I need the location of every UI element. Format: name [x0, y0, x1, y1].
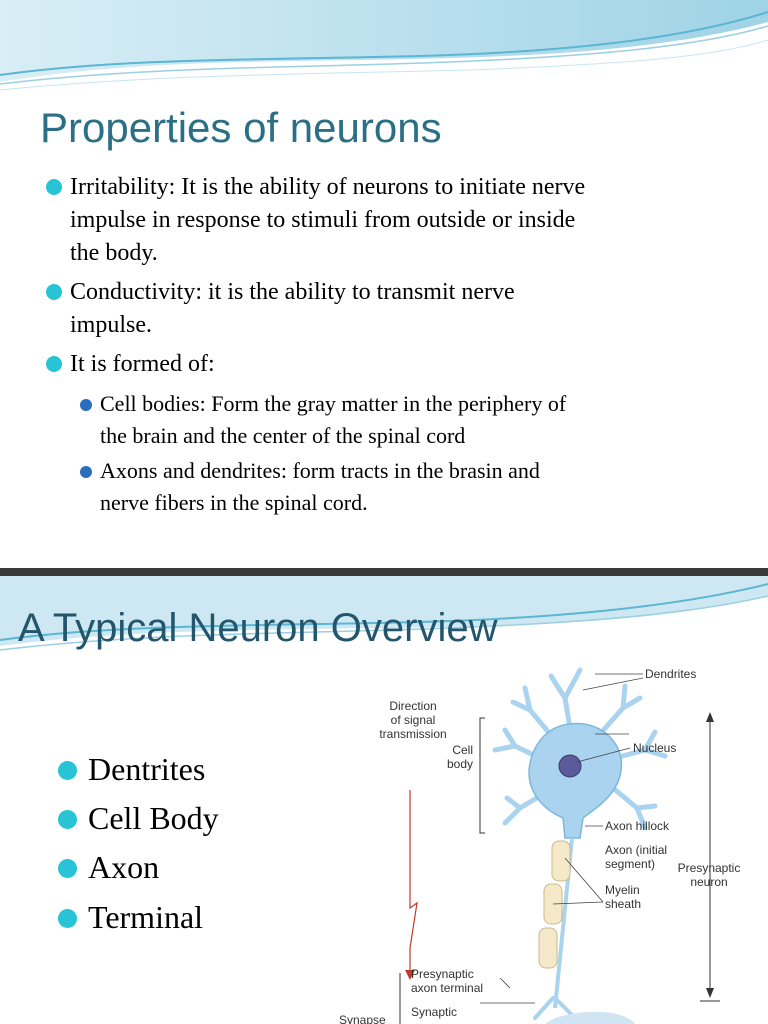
axon-initial-label-1: Axon (initial — [605, 843, 667, 857]
direction-label-1: Direction — [389, 699, 436, 713]
cell-body-shape — [528, 722, 623, 839]
slide-1: Properties of neurons Irritability: It i… — [0, 0, 768, 568]
bullet-dot-icon — [58, 761, 77, 780]
synaptic-label: Synaptic — [411, 1005, 457, 1019]
bullet-text: Terminal — [88, 899, 204, 935]
bullet-formed-of: It is formed of: — [46, 348, 746, 381]
presynaptic-neuron-label-2: neuron — [690, 875, 727, 889]
subbullet-axons-dendrites: Axons and dendrites: form tracts in the … — [80, 455, 740, 519]
nucleus-shape — [558, 754, 582, 778]
neuron-diagram: Direction of signal transmission Cell bo… — [325, 658, 768, 1024]
axon-hillock-label: Axon hillock — [605, 819, 670, 833]
direction-label-2: of signal — [391, 713, 436, 727]
myelin-label-1: Myelin — [605, 883, 640, 897]
bullet-text: Irritability: It is the ability of neuro… — [70, 174, 586, 200]
wave-header-decoration — [0, 0, 768, 91]
bullet-text: impulse in response to stimuli from outs… — [70, 207, 576, 233]
bullet-conductivity: Conductivity: it is the ability to trans… — [46, 276, 746, 342]
bullet-text: Cell Body — [88, 800, 219, 836]
myelin-label-2: sheath — [605, 897, 641, 911]
bullet-text: Dentrites — [88, 751, 206, 787]
subbullet-cell-bodies: Cell bodies: Form the gray matter in the… — [80, 388, 740, 452]
axon-terminal-label-2: axon terminal — [411, 981, 483, 995]
bullet-dot-icon — [58, 859, 77, 878]
slide-2: A Typical Neuron Overview Dentrites Cell… — [0, 576, 768, 1024]
cell-body-label-1: Cell — [452, 743, 473, 757]
slide-title: A Typical Neuron Overview — [18, 606, 498, 650]
presynaptic-neuron-label-1: Presynaptic — [678, 861, 741, 875]
bullet-text: impulse. — [70, 312, 152, 338]
bullet-cell-body: Cell Body — [58, 800, 219, 837]
bullet-terminal: Terminal — [58, 899, 204, 936]
bullet-text: Axon — [88, 849, 160, 885]
subbullet-text: nerve fibers in the spinal cord. — [100, 490, 368, 515]
subbullet-text: the brain and the center of the spinal c… — [100, 423, 466, 448]
axon-initial-label-2: segment) — [605, 857, 655, 871]
bullet-dot-icon — [58, 810, 77, 829]
bullet-dentrites: Dentrites — [58, 751, 206, 788]
bullet-text: It is formed of: — [70, 351, 215, 377]
subbullet-dot-icon — [80, 466, 92, 478]
wave-header-decoration — [0, 576, 768, 651]
bullet-axon: Axon — [58, 849, 160, 886]
bullet-text: Conductivity: it is the ability to trans… — [70, 279, 515, 305]
slide-title: Properties of neurons — [40, 104, 442, 151]
cell-body-label-2: body — [447, 757, 473, 771]
subbullet-text: Cell bodies: Form the gray matter in the… — [100, 391, 567, 416]
bullet-irritability: Irritability: It is the ability of neuro… — [46, 171, 746, 270]
bullet-dot-icon — [46, 356, 62, 372]
bullet-dot-icon — [46, 284, 62, 300]
bullet-dot-icon — [58, 909, 77, 928]
bullet-text: the body. — [70, 240, 158, 266]
direction-label-3: transmission — [379, 727, 446, 741]
nucleus-label: Nucleus — [633, 741, 676, 755]
synapse-label: Synapse — [339, 1013, 386, 1024]
bullet-dot-icon — [46, 179, 62, 195]
subbullet-text: Axons and dendrites: form tracts in the … — [100, 458, 540, 483]
dendrites-label: Dendrites — [645, 667, 696, 681]
subbullet-dot-icon — [80, 399, 92, 411]
axon-terminal-label-1: Presynaptic — [411, 967, 474, 981]
